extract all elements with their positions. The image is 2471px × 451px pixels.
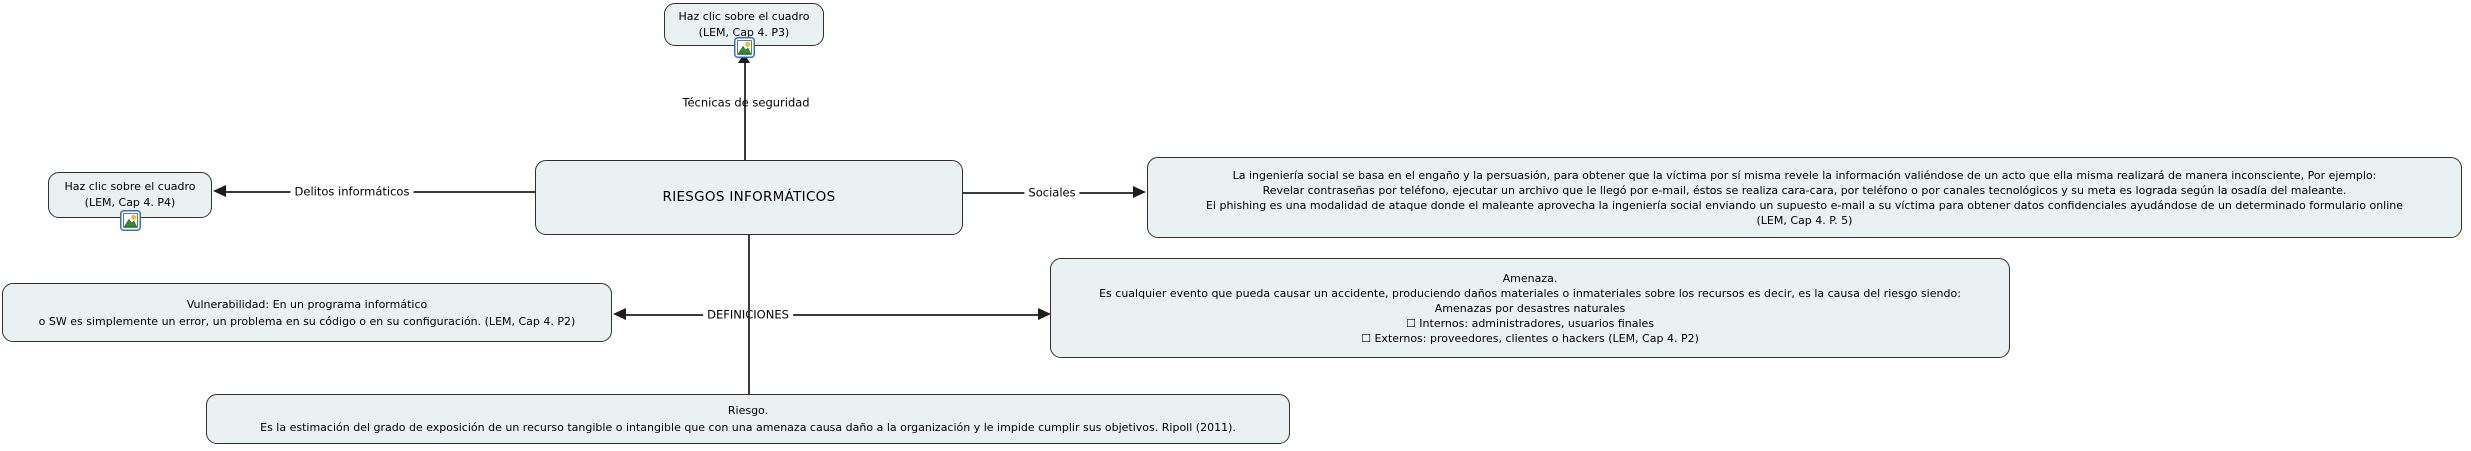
- node-threat-definition[interactable]: Amenaza. Es cualquier evento que pueda c…: [1050, 258, 2010, 358]
- arrowhead-right-icon: [1133, 186, 1146, 199]
- image-resource-icon[interactable]: [734, 37, 755, 58]
- node-vulnerability-definition[interactable]: Vulnerabilidad: En un programa informáti…: [2, 283, 612, 342]
- image-resource-icon[interactable]: [120, 210, 141, 231]
- node-click-box-p3[interactable]: Haz clic sobre el cuadro (LEM, Cap 4. P3…: [664, 3, 824, 46]
- node-riesgos-informaticos[interactable]: RIESGOS INFORMÁTICOS: [535, 160, 963, 235]
- node-social-engineering[interactable]: La ingeniería social se basa en el engañ…: [1147, 157, 2462, 238]
- arrowhead-left-icon: [213, 185, 226, 198]
- link-label-computer-crimes[interactable]: Delitos informáticos: [290, 185, 414, 199]
- connector-definitions: [626, 314, 1039, 316]
- connector-risk: [748, 235, 750, 394]
- arrowhead-up-icon: [738, 53, 750, 63]
- link-label-security-techniques[interactable]: Técnicas de seguridad: [682, 95, 810, 110]
- link-label-social[interactable]: Sociales: [1024, 186, 1080, 200]
- node-risk-definition[interactable]: Riesgo. Es la estimación del grado de ex…: [206, 394, 1290, 444]
- arrowhead-left-icon: [613, 308, 626, 321]
- connector-security-techniques: [744, 60, 746, 160]
- arrowhead-right-icon: [1038, 308, 1051, 321]
- link-label-definitions[interactable]: DEFINICIONES: [703, 308, 793, 322]
